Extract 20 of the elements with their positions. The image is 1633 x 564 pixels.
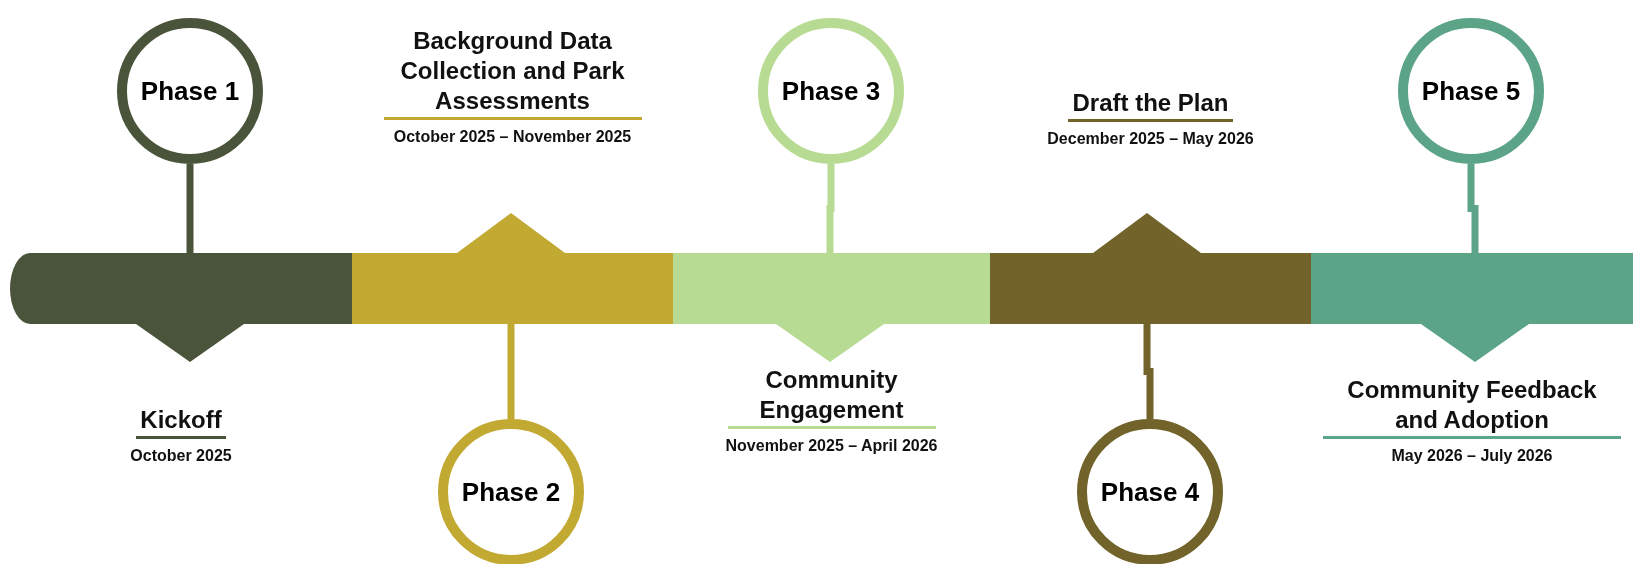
phase-circle: Phase 3: [758, 18, 904, 164]
date-range: December 2025 – May 2026: [1047, 130, 1254, 148]
phase-circle: Phase 2: [438, 419, 584, 564]
milestone-title: Background Data Collection and Park Assessments: [383, 26, 642, 120]
date-range: November 2025 – April 2026: [725, 437, 938, 455]
phase-circle: Phase 1: [117, 18, 263, 164]
connector-line: [1467, 164, 1479, 253]
date-range: May 2026 – July 2026: [1391, 447, 1553, 465]
date-range: October 2025 – November 2025: [393, 128, 632, 146]
milestone-title: Community Engagement: [727, 365, 936, 429]
milestone-title: Kickoff: [136, 405, 226, 439]
connector-line: [826, 164, 835, 253]
date-range: October 2025: [130, 447, 232, 465]
phase-circle: Phase 4: [1077, 419, 1223, 564]
milestone-title: Draft the Plan: [1068, 88, 1233, 122]
connector-line: [1143, 324, 1154, 419]
phase-circle: Phase 5: [1398, 18, 1544, 164]
connector-line: [507, 324, 515, 419]
milestone-title: Community Feedback and Adoption: [1323, 375, 1621, 439]
connector-line: [186, 164, 194, 253]
